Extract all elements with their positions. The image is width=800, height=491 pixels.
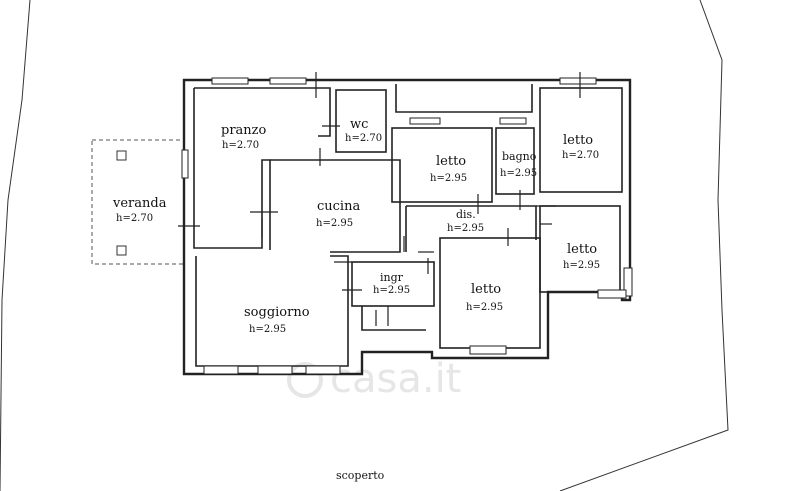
room-height: h=2.70 <box>222 140 259 151</box>
room-height: h=2.95 <box>466 302 503 313</box>
room-name: cucina <box>317 199 360 214</box>
room-letto-3: letto h=2.95 <box>563 242 600 271</box>
room-veranda: veranda h=2.70 <box>112 196 167 224</box>
room-soggiorno: soggiorno h=2.95 <box>244 305 310 335</box>
watermark: casa.it <box>330 356 461 402</box>
room-name: letto <box>567 242 597 257</box>
room-name: soggiorno <box>244 305 310 320</box>
room-letto-4: letto h=2.95 <box>466 282 503 313</box>
room-pranzo: pranzo h=2.70 <box>221 123 267 151</box>
outside-label: scoperto <box>336 469 385 482</box>
room-wc: wc h=2.70 <box>345 117 382 144</box>
room-height: h=2.95 <box>500 168 537 179</box>
room-height: h=2.95 <box>447 223 484 234</box>
room-name: pranzo <box>221 123 267 138</box>
room-name: letto <box>563 133 593 148</box>
lot-boundary-right <box>559 0 729 491</box>
room-letto-1: letto h=2.95 <box>430 154 467 184</box>
room-height: h=2.70 <box>345 133 382 144</box>
lot-boundary <box>0 0 31 491</box>
room-height: h=2.70 <box>562 150 599 161</box>
pillar <box>116 245 127 256</box>
watermark-logo <box>287 362 323 398</box>
room-height: h=2.70 <box>116 213 153 224</box>
room-letto-2: letto h=2.70 <box>562 133 599 161</box>
room-name: veranda <box>112 196 167 211</box>
room-dis: dis. h=2.95 <box>447 208 484 234</box>
room-height: h=2.95 <box>563 260 600 271</box>
room-name: letto <box>471 282 501 297</box>
door-marks <box>178 72 581 326</box>
pillar <box>116 150 127 161</box>
room-height: h=2.95 <box>249 324 286 335</box>
room-name: dis. <box>456 208 476 221</box>
room-bagno: bagno h=2.95 <box>500 150 537 179</box>
interior-walls <box>193 84 623 367</box>
outer-wall <box>182 78 632 376</box>
room-name: wc <box>350 117 368 132</box>
room-cucina: cucina h=2.95 <box>316 199 360 229</box>
room-name: letto <box>436 154 466 169</box>
room-name: bagno <box>502 150 537 163</box>
room-height: h=2.95 <box>430 173 467 184</box>
room-height: h=2.95 <box>316 218 353 229</box>
windows <box>181 77 633 375</box>
room-ingr: ingr h=2.95 <box>373 271 410 296</box>
room-name: ingr <box>380 271 404 284</box>
room-height: h=2.95 <box>373 285 410 296</box>
